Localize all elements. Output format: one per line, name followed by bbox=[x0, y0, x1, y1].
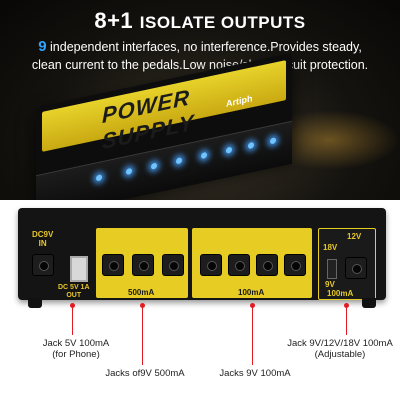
feature-description: 9 independent interfaces, no interferenc… bbox=[10, 38, 390, 74]
led-indicator bbox=[96, 174, 102, 182]
volt-12-label: 12V bbox=[347, 232, 362, 241]
callout-500ma: Jacks of9V 500mA bbox=[105, 368, 185, 379]
led-indicator bbox=[151, 162, 157, 170]
description-line2: clean current to the pedals.Low noise/sh… bbox=[31, 58, 369, 72]
volt-18-label: 18V bbox=[323, 243, 338, 252]
output-jack bbox=[256, 254, 278, 276]
callout-100ma: Jacks 9V 100mA bbox=[219, 368, 291, 379]
dc-out-label: DC 5V 1A OUT bbox=[58, 284, 90, 299]
led-indicator bbox=[270, 137, 276, 145]
callout-line-500 bbox=[142, 305, 143, 365]
volt-9-label: 9V bbox=[325, 280, 335, 289]
adjustable-jack bbox=[345, 257, 367, 279]
headline-count: 8+1 bbox=[94, 8, 134, 33]
led-indicator bbox=[248, 141, 254, 150]
output-jack bbox=[132, 254, 154, 276]
callout-line-100 bbox=[252, 305, 253, 365]
panel-foot bbox=[362, 298, 376, 308]
back-panel-photo: DC9V IN DC 5V 1A OUT 500mA 100mA 12V 18V… bbox=[18, 208, 386, 308]
output-jack bbox=[228, 254, 250, 276]
panel-foot bbox=[28, 298, 42, 308]
dc-in-jack bbox=[32, 254, 54, 276]
group-adjustable-label: 100mA bbox=[327, 289, 354, 298]
headline: 8+1 ISOLATE OUTPUTS bbox=[0, 8, 400, 34]
headline-text: ISOLATE OUTPUTS bbox=[139, 13, 306, 32]
led-indicator bbox=[126, 167, 132, 176]
callout-adjustable: Jack 9V/12V/18V 100mA (Adjustable) bbox=[287, 338, 393, 360]
description-line1: independent interfaces, no interference.… bbox=[46, 40, 362, 54]
group-500ma-label: 500mA bbox=[128, 288, 155, 297]
led-indicator bbox=[201, 151, 207, 160]
output-jack bbox=[284, 254, 306, 276]
product-top-photo: 8+1 ISOLATE OUTPUTS 9 independent interf… bbox=[0, 0, 400, 200]
group-500ma: 500mA bbox=[96, 228, 188, 298]
group-100ma: 100mA bbox=[192, 228, 312, 298]
group-100ma-label: 100mA bbox=[238, 288, 265, 297]
back-panel-body: DC9V IN DC 5V 1A OUT 500mA 100mA 12V 18V… bbox=[18, 208, 386, 300]
led-indicator bbox=[226, 146, 232, 154]
group-adjustable: 12V 18V 9V 100mA bbox=[318, 228, 376, 300]
usb-port bbox=[70, 256, 88, 282]
callout-phone: Jack 5V 100mA (for Phone) bbox=[42, 338, 110, 360]
output-jack bbox=[200, 254, 222, 276]
led-indicator bbox=[176, 157, 182, 165]
output-jack bbox=[162, 254, 184, 276]
callout-line-phone bbox=[72, 305, 73, 335]
callout-line-adjustable bbox=[346, 305, 347, 335]
dc-in-label: DC9V IN bbox=[32, 230, 54, 248]
voltage-switch bbox=[327, 259, 337, 279]
interface-count: 9 bbox=[38, 38, 47, 55]
output-jack bbox=[102, 254, 124, 276]
